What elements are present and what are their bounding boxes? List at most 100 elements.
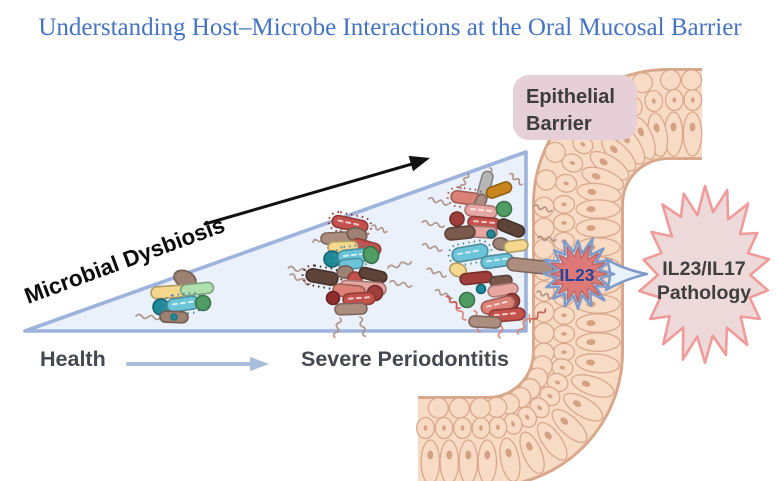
cell-nucleus bbox=[672, 97, 677, 103]
microbe-pill bbox=[496, 218, 526, 238]
barrier-label-line1: Epithelial bbox=[526, 86, 615, 108]
microbe-pill bbox=[334, 302, 368, 316]
microbe-coccus bbox=[194, 294, 212, 312]
microbe bbox=[495, 200, 513, 218]
microbe bbox=[444, 225, 476, 241]
pathology-label-line1: IL23/IL17 bbox=[662, 258, 745, 280]
flagellum bbox=[426, 267, 447, 278]
flagellum bbox=[421, 242, 443, 252]
cell-nucleus bbox=[690, 97, 695, 103]
microbe bbox=[496, 218, 526, 238]
microbe-highlight bbox=[473, 220, 496, 224]
microbe-pill bbox=[358, 266, 388, 284]
epithelial-cell bbox=[574, 353, 620, 374]
microbe-highlight bbox=[486, 300, 510, 308]
cell-nucleus bbox=[559, 365, 566, 370]
cell-nucleus bbox=[525, 414, 530, 420]
flagellum bbox=[427, 196, 449, 206]
microbe bbox=[506, 256, 554, 276]
microbe-coccus bbox=[475, 283, 487, 295]
microbe bbox=[162, 291, 204, 317]
epithelial-cell bbox=[680, 69, 703, 91]
cell-nucleus bbox=[544, 431, 552, 440]
il23-burst bbox=[542, 237, 616, 311]
cell-nucleus bbox=[609, 145, 618, 154]
microbe-coccus bbox=[325, 290, 341, 306]
microbe-blob bbox=[362, 245, 380, 265]
microbe-pill bbox=[506, 256, 554, 276]
disease-label: Severe Periodontitis bbox=[301, 347, 509, 371]
epithelial-cell bbox=[499, 437, 521, 481]
cell-nucleus bbox=[560, 417, 569, 425]
cell-nucleus bbox=[537, 405, 542, 411]
epithelial-cell bbox=[682, 111, 703, 157]
microbe bbox=[358, 266, 388, 284]
cell-nucleus bbox=[591, 173, 601, 180]
microbe-highlight bbox=[171, 300, 194, 306]
cell-nucleus bbox=[586, 225, 596, 232]
microbe-highlight bbox=[337, 219, 363, 227]
microbe bbox=[459, 270, 493, 286]
microbe bbox=[334, 302, 368, 316]
microbe bbox=[464, 203, 498, 219]
health-label: Health bbox=[40, 347, 106, 371]
microbe-cilia bbox=[447, 239, 493, 267]
flagellum bbox=[135, 313, 161, 321]
flagellum bbox=[332, 317, 342, 339]
cell-nucleus bbox=[511, 421, 515, 427]
cell-nucleus bbox=[586, 320, 596, 327]
microbe-cluster-health bbox=[135, 269, 215, 324]
cell-nucleus bbox=[586, 339, 596, 346]
flagellum bbox=[359, 316, 367, 338]
flagellum bbox=[421, 220, 445, 229]
cell-nucleus bbox=[580, 142, 586, 147]
epithelial-cell bbox=[519, 431, 545, 475]
pathology-burst bbox=[638, 184, 771, 364]
microbe bbox=[503, 238, 529, 254]
cell-nucleus bbox=[442, 425, 446, 431]
flagellum bbox=[389, 279, 413, 288]
epithelial-cell bbox=[570, 374, 615, 398]
microbe-coccus bbox=[458, 291, 476, 309]
microbe-pill bbox=[485, 181, 513, 199]
cell-nucleus bbox=[505, 448, 512, 458]
flagellum bbox=[371, 224, 388, 234]
flagellum bbox=[434, 288, 453, 300]
microbe bbox=[475, 283, 487, 295]
flagellum bbox=[536, 290, 553, 300]
microbe-pill bbox=[468, 315, 502, 329]
pathology-burst-shape bbox=[638, 184, 771, 364]
microbe-pill bbox=[305, 268, 339, 286]
cell-nucleus bbox=[460, 425, 465, 431]
microbe-cilia bbox=[327, 211, 373, 237]
epithelial-cell bbox=[575, 332, 621, 352]
microbe-pill bbox=[179, 281, 215, 297]
microbe-pill bbox=[503, 238, 529, 254]
microbe-highlight bbox=[485, 257, 508, 263]
cell-nucleus bbox=[561, 332, 567, 336]
microbe-highlight bbox=[347, 296, 370, 300]
figure-title: Understanding Host–Microbe Interactions … bbox=[38, 14, 742, 41]
cell-nucleus bbox=[554, 380, 561, 385]
epithelial-cell bbox=[469, 397, 491, 419]
microbe bbox=[447, 239, 493, 267]
cell-nucleus bbox=[484, 450, 491, 460]
cell-nucleus bbox=[423, 425, 428, 431]
microbe-cluster-severe bbox=[421, 167, 570, 339]
epithelial-cell bbox=[575, 313, 621, 333]
cell-nucleus bbox=[563, 181, 569, 186]
cell-nucleus bbox=[689, 122, 696, 132]
cell-nucleus bbox=[526, 442, 533, 451]
cell-nucleus bbox=[587, 188, 597, 196]
pathology-label-line2: Pathology bbox=[657, 282, 751, 304]
epithelial-cell bbox=[563, 392, 604, 422]
flagellum bbox=[533, 203, 553, 213]
microbe bbox=[179, 281, 215, 297]
microbe-pill bbox=[459, 270, 493, 286]
cell-nucleus bbox=[561, 221, 567, 225]
epithelial-cell bbox=[533, 238, 555, 260]
epithelial-cell bbox=[477, 439, 498, 481]
microbe bbox=[486, 229, 496, 239]
